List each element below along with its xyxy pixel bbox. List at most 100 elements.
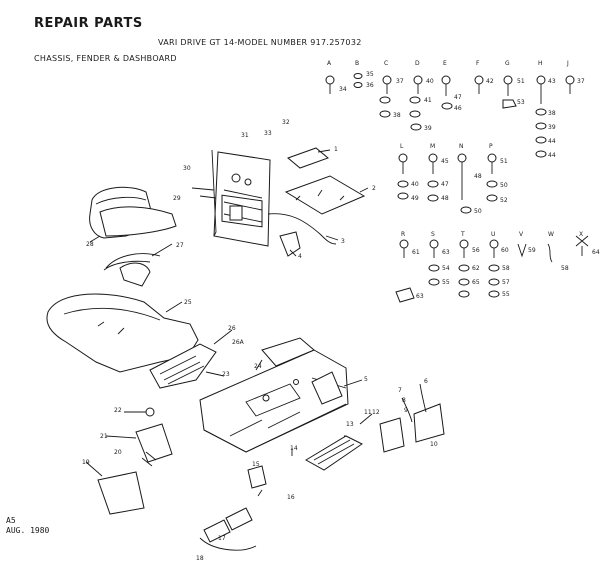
bolt-x: [575, 235, 589, 256]
callout-59: 59: [528, 247, 536, 254]
pedal-pad-17a: [203, 519, 231, 543]
letter-s: S: [431, 231, 435, 238]
bolt-c: [382, 75, 392, 94]
callout-21: 21: [100, 433, 108, 440]
callout-30: 30: [183, 165, 191, 172]
callout-44: 44: [548, 138, 556, 145]
letter-j: J: [566, 60, 569, 67]
callout-26: 26: [228, 325, 236, 332]
callout-39b: 39: [548, 124, 556, 131]
callout-35: 35: [366, 71, 374, 78]
letter-m: M: [430, 143, 435, 150]
bolt-n: [457, 153, 467, 200]
model-number-line: VARI DRIVE GT 14-MODEL NUMBER 917.257032: [158, 38, 362, 47]
letter-x: X: [579, 231, 583, 238]
letter-t: T: [460, 231, 465, 238]
callout-18: 18: [196, 555, 204, 562]
callout-45: 45: [441, 158, 449, 165]
callout-63b: 63: [416, 293, 424, 300]
hardware-letter-labels: A B C D E F G H J L M N P R S T U V W X: [327, 60, 583, 238]
callout-10: 10: [430, 441, 438, 448]
callout-48: 48: [441, 195, 449, 202]
callout-47b: 47: [441, 181, 449, 188]
callout-36: 36: [366, 82, 374, 89]
bolt-r: [399, 239, 409, 258]
callout-16: 16: [287, 494, 295, 501]
bolt-t: [459, 239, 469, 258]
bolt-e: [441, 75, 451, 96]
fender-illustration: [46, 293, 199, 373]
callout-9: 9: [404, 407, 408, 414]
callout-60: 60: [501, 247, 509, 254]
callout-55b: 55: [502, 291, 510, 298]
callout-58b: 58: [561, 265, 569, 272]
letter-h: H: [538, 60, 543, 67]
callout-34: 34: [339, 86, 347, 93]
callout-33: 33: [264, 130, 272, 137]
callout-32: 32: [282, 119, 290, 126]
letter-f: F: [476, 60, 480, 67]
bolt-d: [413, 75, 423, 94]
callout-40: 40: [426, 78, 434, 85]
callout-37b: 37: [577, 78, 585, 85]
callout-31: 31: [241, 132, 249, 139]
pedal-rod-18: [199, 537, 257, 551]
rear-plate-5: [311, 371, 343, 405]
callout-41: 41: [424, 97, 432, 104]
part-number-callouts: 1 2 3 4 27 28 29 30 31 32 33 34 35 36 37…: [82, 71, 600, 562]
page-title: REPAIR PARTS: [34, 16, 143, 31]
letter-n: N: [459, 143, 464, 150]
dash-panels: [284, 147, 366, 215]
bolt-h: [536, 75, 546, 104]
callout-29: 29: [173, 195, 181, 202]
callout-28: 28: [86, 241, 94, 248]
callout-3: 3: [341, 238, 345, 245]
letter-l: L: [400, 143, 404, 150]
callout-49: 49: [411, 195, 419, 202]
callout-27: 27: [176, 242, 184, 249]
letter-p: P: [489, 143, 493, 150]
callout-19: 19: [82, 459, 90, 466]
callout-13: 13: [346, 421, 354, 428]
bolt-a: [325, 75, 335, 94]
callout-25: 25: [184, 299, 192, 306]
foot-rest-13: [305, 435, 363, 471]
section-subtitle: CHASSIS, FENDER & DASHBOARD: [34, 54, 177, 63]
callout-24: 24: [254, 363, 262, 370]
callout-47: 47: [454, 94, 462, 101]
callout-22: 22: [114, 407, 122, 414]
callout-61: 61: [412, 249, 420, 256]
cover-19: [97, 471, 145, 515]
callout-4: 4: [298, 253, 302, 260]
callout-12: 12: [372, 409, 380, 416]
callout-39: 39: [424, 125, 432, 132]
callout-50: 50: [474, 208, 482, 215]
callout-48b: 48: [474, 173, 482, 180]
letter-g: G: [505, 60, 510, 67]
callout-40b: 40: [411, 181, 419, 188]
callout-44b: 44: [548, 152, 556, 159]
callout-54: 54: [442, 265, 450, 272]
letter-a: A: [327, 60, 332, 67]
bracket-27: [103, 253, 161, 287]
callout-51b: 51: [500, 158, 508, 165]
hitch-plate-12: [379, 417, 405, 453]
bolt-p: [487, 153, 497, 174]
bracket-21: [135, 423, 173, 463]
callout-57: 57: [502, 279, 510, 286]
bushing-15: [247, 465, 267, 489]
callout-11: 11: [364, 409, 372, 416]
callout-64: 64: [592, 249, 600, 256]
hitch-plate-7: [413, 403, 445, 443]
leader-lines: [85, 149, 373, 497]
callout-62: 62: [472, 265, 480, 272]
letter-d: D: [415, 60, 420, 67]
letter-w: W: [548, 231, 554, 238]
callout-23: 23: [222, 371, 230, 378]
washer-22: [145, 407, 155, 417]
revision-date: AUG. 1980: [6, 526, 50, 535]
letter-v: V: [519, 231, 524, 238]
callout-20: 20: [114, 449, 122, 456]
callout-8: 8: [402, 397, 406, 404]
callout-42: 42: [486, 78, 494, 85]
